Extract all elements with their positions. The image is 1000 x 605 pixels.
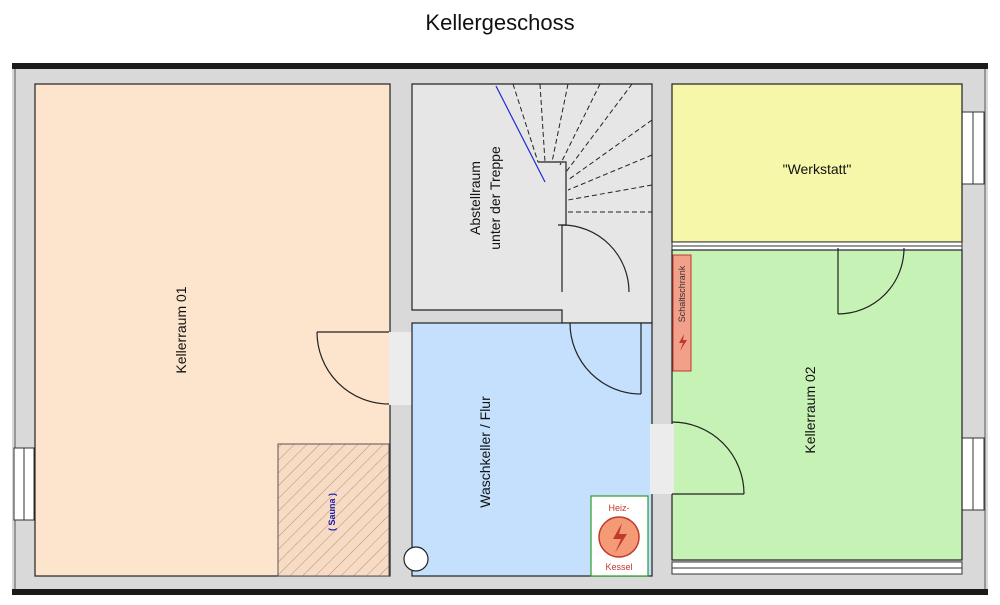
staircase <box>512 83 653 213</box>
plan-title: Kellergeschoss <box>425 10 574 35</box>
sauna-label: ( Sauna ) <box>327 493 337 531</box>
k02-bottom-wall <box>671 561 963 575</box>
outer-wall-top <box>12 63 988 69</box>
door-werkstatt[interactable] <box>837 247 905 315</box>
heizkessel-label-1: Heiz- <box>608 503 629 513</box>
outer-wall-bottom <box>12 589 988 595</box>
schaltschrank-label: Schaltschrank <box>677 265 687 322</box>
door-flur-top[interactable] <box>569 322 642 395</box>
schaltschrank <box>672 254 692 372</box>
abstellraum-label-1: Abstellraum <box>467 161 483 235</box>
partition-wall <box>671 241 963 251</box>
window-right-bottom <box>961 437 985 511</box>
kellerraum-02-label: Kellerraum 02 <box>802 366 818 453</box>
waschkeller-label: Waschkeller / Flur <box>477 396 493 508</box>
stair-direction-line <box>495 85 546 183</box>
door-abstellraum[interactable] <box>561 224 630 293</box>
abstellraum-label-2: unter der Treppe <box>487 146 503 250</box>
kellerraum-01-label: Kellerraum 01 <box>173 286 189 373</box>
window-left <box>13 447 35 521</box>
room-sauna <box>277 443 390 577</box>
room-abstellraum <box>411 83 653 324</box>
werkstatt-label: "Werkstatt" <box>783 161 852 177</box>
heizkessel-label-2: Kessel <box>605 562 632 572</box>
door-opening-k01 <box>389 332 414 405</box>
window-right-top <box>961 111 985 185</box>
lightning-icon <box>613 523 627 553</box>
room-kellerraum-02 <box>671 249 963 561</box>
floor-drain <box>403 546 429 572</box>
door-opening-k02 <box>650 424 674 494</box>
door-kellerraum-01[interactable] <box>316 331 390 405</box>
door-kellerraum-02[interactable] <box>671 421 745 495</box>
schaltschrank-lightning-icon <box>679 334 687 351</box>
